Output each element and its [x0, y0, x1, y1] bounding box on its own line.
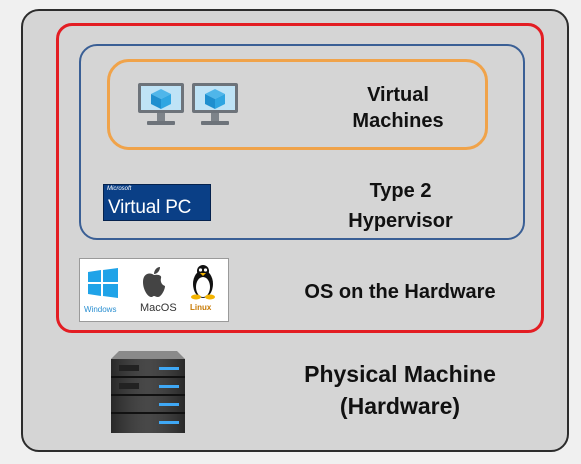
virtual-pc-wordmark: Virtual PC [108, 197, 192, 218]
windows-logo-icon [88, 268, 118, 298]
virtual-machine-monitor-icon [192, 83, 238, 125]
vm-layer-boundary [107, 59, 488, 150]
server-tower-icon [111, 351, 185, 433]
virtual-machines-label-line: Virtual [367, 84, 429, 106]
macos-label: MacOS [140, 302, 177, 314]
hypervisor-label-line: Hypervisor [348, 210, 453, 232]
os-logos-panel: Windows MacOS Linux [79, 258, 229, 322]
tux-penguin-icon [191, 265, 215, 300]
virtual-machine-monitor-icon [138, 83, 184, 125]
microsoft-wordmark: Microsoft [107, 186, 132, 192]
windows-label: Windows [84, 305, 117, 314]
linux-label: Linux [190, 303, 212, 312]
apple-logo-icon [143, 267, 165, 297]
os-on-hardware-label: OS on the Hardware [304, 281, 496, 303]
hypervisor-label-line: Type 2 [369, 180, 432, 202]
physical-machine-label-line: Physical Machine [304, 361, 496, 387]
hypervisor-label: Type 2 Hypervisor [328, 176, 473, 236]
virtual-machines-label: Virtual Machines [333, 83, 463, 134]
physical-machine-label: Physical Machine (Hardware) [270, 358, 530, 422]
physical-machine-label-line: (Hardware) [339, 393, 461, 420]
os-layer-boundary [56, 23, 544, 333]
hypervisor-layer-boundary [79, 44, 525, 240]
virtual-pc-logo: Microsoft Virtual PC [103, 184, 211, 221]
virtual-machines-label-line: Machines [352, 109, 444, 132]
